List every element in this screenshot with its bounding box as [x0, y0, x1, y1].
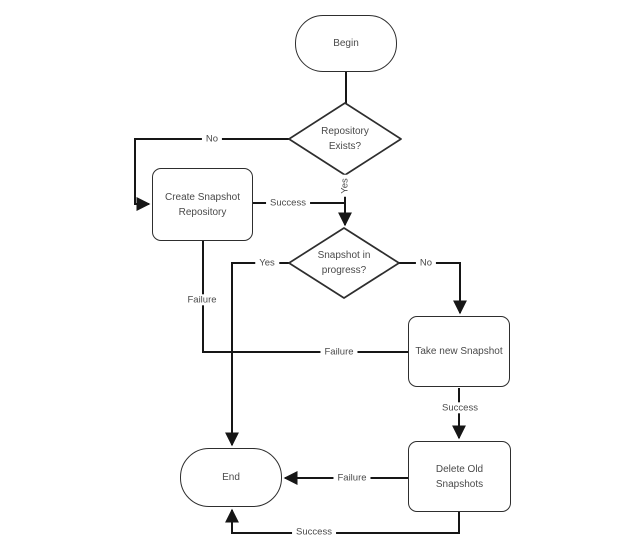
node-create-snapshot-repository: Create Snapshot Repository: [152, 168, 253, 241]
edge-label-create-repository-failure: Failure: [183, 294, 221, 306]
node-repository-exists-shape: [288, 102, 402, 176]
node-snapshot-in-progress-shape: [288, 227, 400, 299]
edge-label-repository-exists-yes: Yes: [339, 175, 351, 197]
node-begin-label: Begin: [333, 38, 359, 49]
node-take-new-snapshot-label: Take new Snapshot: [415, 346, 503, 357]
node-delete-old-snapshots-label: Delete Old Snapshots: [435, 463, 484, 490]
node-end: End: [180, 448, 282, 507]
edge-label-repository-exists-no: No: [201, 133, 223, 145]
edge-snapshot-in-progress-no: [399, 262, 467, 315]
edge-snapshot-in-progress-yes: [225, 262, 290, 447]
node-repository-exists-label: Repository Exists?: [321, 126, 369, 152]
node-begin: Begin: [295, 15, 397, 72]
node-end-label: End: [222, 472, 240, 483]
edge-label-delete-snapshots-failure: Failure: [333, 472, 371, 484]
node-take-new-snapshot: Take new Snapshot: [408, 316, 510, 387]
edge-label-delete-snapshots-success: Success: [292, 526, 336, 538]
edge-label-snapshot-in-progress-no: No: [415, 257, 437, 269]
node-snapshot-in-progress-label: Snapshot in progress?: [317, 250, 371, 276]
node-repository-exists-label-wrap: Repository Exists?: [305, 110, 385, 168]
edge-delete-snapshots-success: [225, 508, 460, 534]
node-delete-old-snapshots: Delete Old Snapshots: [408, 441, 511, 512]
edge-label-snapshot-in-progress-yes: Yes: [255, 257, 279, 269]
node-snapshot-in-progress-label-wrap: Snapshot in progress?: [304, 234, 384, 292]
edge-label-create-repository-success: Success: [266, 197, 310, 209]
node-create-snapshot-repository-label: Create Snapshot Repository: [164, 191, 241, 218]
edge-label-take-snapshot-success: Success: [438, 402, 482, 414]
edge-label-take-snapshot-failure: Failure: [320, 346, 358, 358]
